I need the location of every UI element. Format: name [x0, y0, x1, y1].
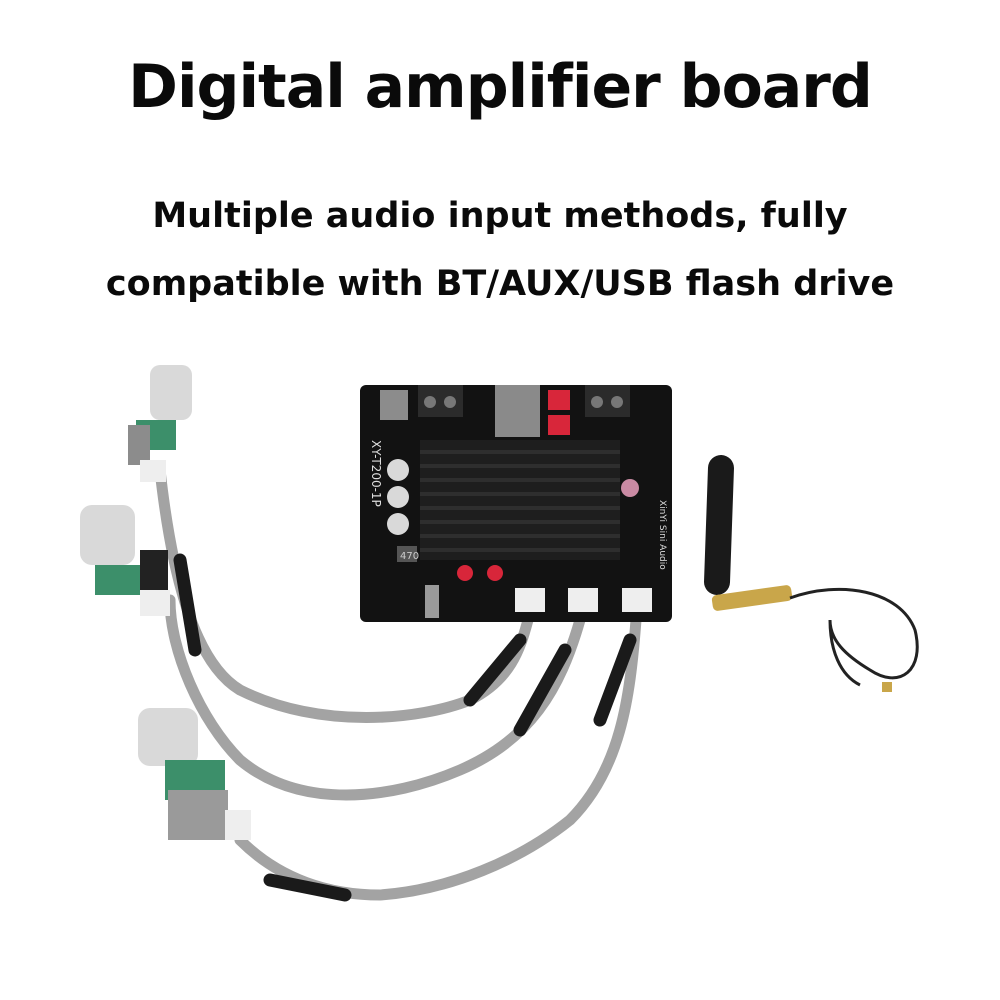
connector-3 — [622, 588, 652, 612]
antenna-cable — [789, 587, 919, 687]
wifi-antenna — [704, 455, 919, 692]
connector-2 — [568, 588, 598, 612]
cable-middle-knob — [164, 594, 586, 801]
inductor-label: 470 — [400, 551, 419, 562]
rca-jack — [495, 385, 540, 437]
usb-port — [425, 585, 439, 618]
heatsink — [420, 440, 620, 560]
page-title: Digital amplifier board — [128, 52, 873, 122]
cable-bottom-knob — [234, 614, 642, 901]
capacitor — [387, 459, 409, 481]
volume-knob-middle — [80, 505, 170, 616]
volume-knob-top — [128, 365, 192, 482]
speaker-terminal-red-bottom — [548, 415, 570, 435]
connector-1 — [515, 588, 545, 612]
page-subtitle: Multiple audio input methods, fully comp… — [0, 182, 1000, 318]
speaker-terminal-red-top — [548, 390, 570, 410]
subtitle-line-2: compatible with BT/AUX/USB flash drive — [105, 264, 895, 304]
amplifier-board: 470 XY-T200-1P XinYi Sini Audio — [360, 385, 672, 622]
volume-knob-bottom — [138, 708, 251, 840]
model-label: XY-T200-1P — [369, 440, 383, 507]
subtitle-line-1: Multiple audio input methods, fully — [152, 196, 848, 236]
product-photo: 470 XY-T200-1P XinYi Sini Audio — [80, 365, 919, 902]
cables — [154, 464, 642, 902]
brand-label: XinYi Sini Audio — [657, 500, 667, 570]
